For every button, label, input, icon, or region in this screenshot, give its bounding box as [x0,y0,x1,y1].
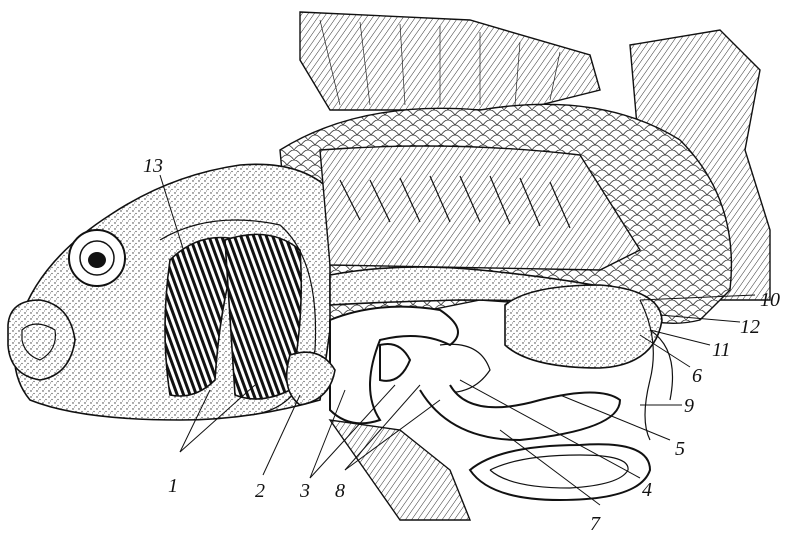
label-12: 12 [740,316,760,338]
label-2: 2 [255,480,265,502]
label-9: 9 [684,395,694,417]
leader-lines [159,174,756,506]
label-4: 4 [642,479,652,501]
label-8: 8 [335,480,345,502]
heart [285,351,336,406]
label-10: 10 [760,289,780,311]
label-5: 5 [675,438,685,460]
dorsal-fin [299,11,601,111]
gill-arches [159,219,317,416]
label-1: 1 [168,475,178,497]
label-3: 3 [299,480,310,502]
gonad [504,284,663,369]
kidney-vertebrae [319,145,642,271]
label-6: 6 [692,365,702,387]
label-11: 11 [712,339,731,361]
label-13: 13 [143,155,163,177]
label-7: 7 [590,513,601,535]
callout-labels: 13 1 2 3 8 7 4 5 9 6 11 12 10 [143,155,780,535]
